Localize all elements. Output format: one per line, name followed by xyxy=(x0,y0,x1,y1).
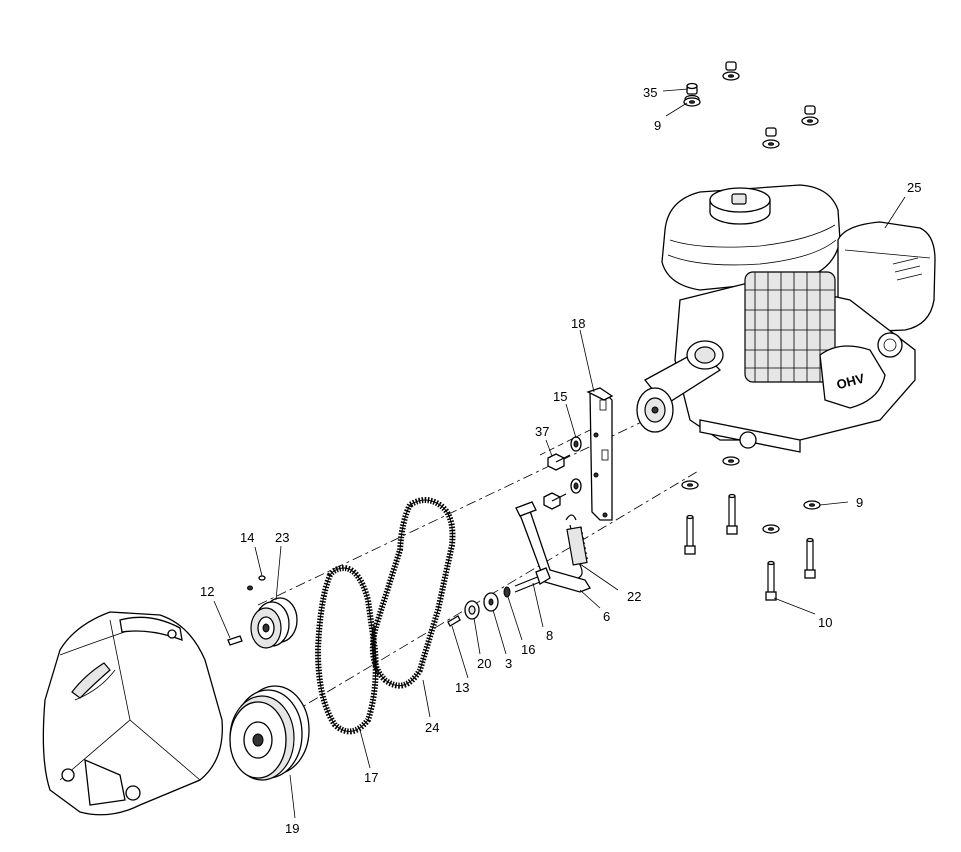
idler-arm-6 xyxy=(515,501,591,593)
label-19: 19 xyxy=(285,821,299,836)
washers-15 xyxy=(570,436,582,494)
washer-3 xyxy=(483,592,499,612)
nut-washer-b xyxy=(801,105,819,126)
nut-washer-a xyxy=(722,61,740,81)
belt-17 xyxy=(314,564,379,735)
washer-16 xyxy=(503,586,511,598)
nut-washer-c xyxy=(762,127,780,149)
label-10: 10 xyxy=(818,615,832,630)
label-14: 14 xyxy=(240,530,254,545)
belt-guard xyxy=(42,611,223,816)
idler-pulley-20 xyxy=(464,600,480,620)
label-3: 3 xyxy=(505,656,512,671)
label-6: 6 xyxy=(603,609,610,624)
label-12: 12 xyxy=(200,584,214,599)
bracket-18 xyxy=(586,387,614,521)
drive-pulley-19 xyxy=(229,685,310,781)
bolt-10-c xyxy=(804,537,816,579)
label-20: 20 xyxy=(477,656,491,671)
mount-washers-and-bolts xyxy=(681,456,821,601)
label-9-right: 9 xyxy=(856,495,863,510)
engine-badge: OHV xyxy=(835,370,866,392)
label-17: 17 xyxy=(364,770,378,785)
label-9-top: 9 xyxy=(654,118,661,133)
callout-labels: 35 9 25 18 15 37 14 23 12 9 22 6 8 16 3 … xyxy=(200,85,921,836)
label-13: 13 xyxy=(455,680,469,695)
label-24: 24 xyxy=(425,720,439,735)
bolt-8 xyxy=(514,567,551,593)
bolt-10-d xyxy=(765,560,777,601)
assembly-axis-lines xyxy=(254,417,701,736)
label-23: 23 xyxy=(275,530,289,545)
engine-pulley-23 xyxy=(250,597,298,649)
label-22: 22 xyxy=(627,589,641,604)
label-35: 35 xyxy=(643,85,657,100)
belt-24 xyxy=(369,497,456,689)
leader-lines xyxy=(213,88,906,819)
label-25: 25 xyxy=(907,180,921,195)
engine-guard-grid xyxy=(744,271,836,383)
washer-9-top xyxy=(683,97,701,107)
bolt-10-b xyxy=(684,514,696,555)
bolts-37 xyxy=(543,453,571,510)
label-8: 8 xyxy=(546,628,553,643)
label-15: 15 xyxy=(553,389,567,404)
spring-22 xyxy=(565,514,589,579)
label-37: 37 xyxy=(535,424,549,439)
pin-13 xyxy=(447,615,461,627)
top-nuts-and-washers xyxy=(683,61,819,149)
label-18: 18 xyxy=(571,316,585,331)
set-screw-14 xyxy=(247,575,266,591)
key-12 xyxy=(227,635,243,646)
engine: OHV xyxy=(636,184,936,453)
label-16: 16 xyxy=(521,642,535,657)
bolt-10-a xyxy=(726,493,738,535)
